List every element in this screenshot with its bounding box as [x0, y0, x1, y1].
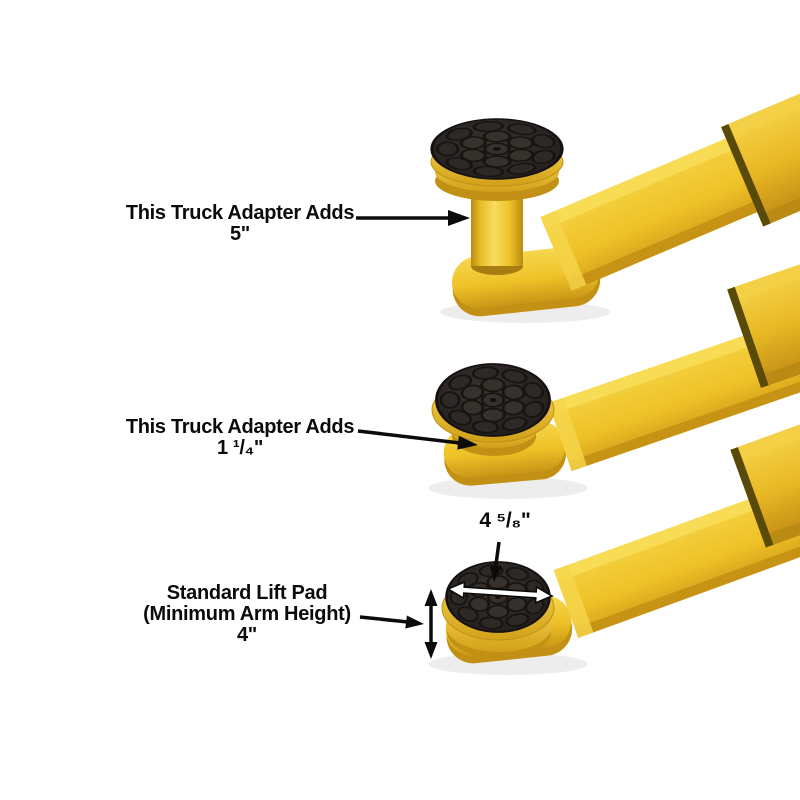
truck-adapter-1-25in — [431, 362, 555, 456]
annotation-text: This Truck Adapter Adds — [125, 202, 355, 224]
pointer-arrow-icon — [357, 429, 478, 450]
lift-arm-with-5in-adapter — [430, 76, 800, 323]
annotation-arrows — [356, 210, 554, 659]
pointer-arrow-icon — [356, 210, 470, 226]
double-arrow-vertical-icon — [424, 589, 438, 659]
annotation-pad-diameter: 4 ⁵/₈" — [425, 510, 585, 531]
annotation-standard-pad: Standard Lift Pad (Minimum Arm Height) 4… — [102, 583, 392, 646]
annotation-value: 5" — [229, 223, 250, 245]
outer-arm-tube — [730, 405, 800, 548]
lift-arm-with-1-25in-adapter — [428, 247, 800, 499]
annotation-adapter-1-25in: This Truck Adapter Adds 1 ¹/₄" — [95, 417, 385, 459]
annotation-text: Standard Lift Pad — [166, 582, 328, 604]
annotation-value: 1 ¹/₄" — [216, 437, 264, 459]
annotation-value: 4 ⁵/₈" — [479, 509, 531, 532]
arrow-down-icon — [489, 541, 502, 582]
standard-lift-pad — [441, 560, 555, 658]
outer-arm-tube — [721, 76, 800, 227]
annotation-adapter-5in: This Truck Adapter Adds 5" — [95, 203, 385, 245]
double-arrow-horizontal-icon — [446, 580, 554, 605]
pointer-arrow-icon — [359, 615, 424, 629]
rubber-pad — [435, 362, 551, 438]
annotation-text: This Truck Adapter Adds — [125, 416, 355, 438]
truck-adapter-5in — [430, 117, 564, 275]
annotation-text: (Minimum Arm Height) — [143, 603, 351, 625]
annotation-value: 4" — [236, 624, 257, 646]
rubber-pad — [430, 117, 564, 181]
outer-arm-tube — [727, 247, 800, 388]
